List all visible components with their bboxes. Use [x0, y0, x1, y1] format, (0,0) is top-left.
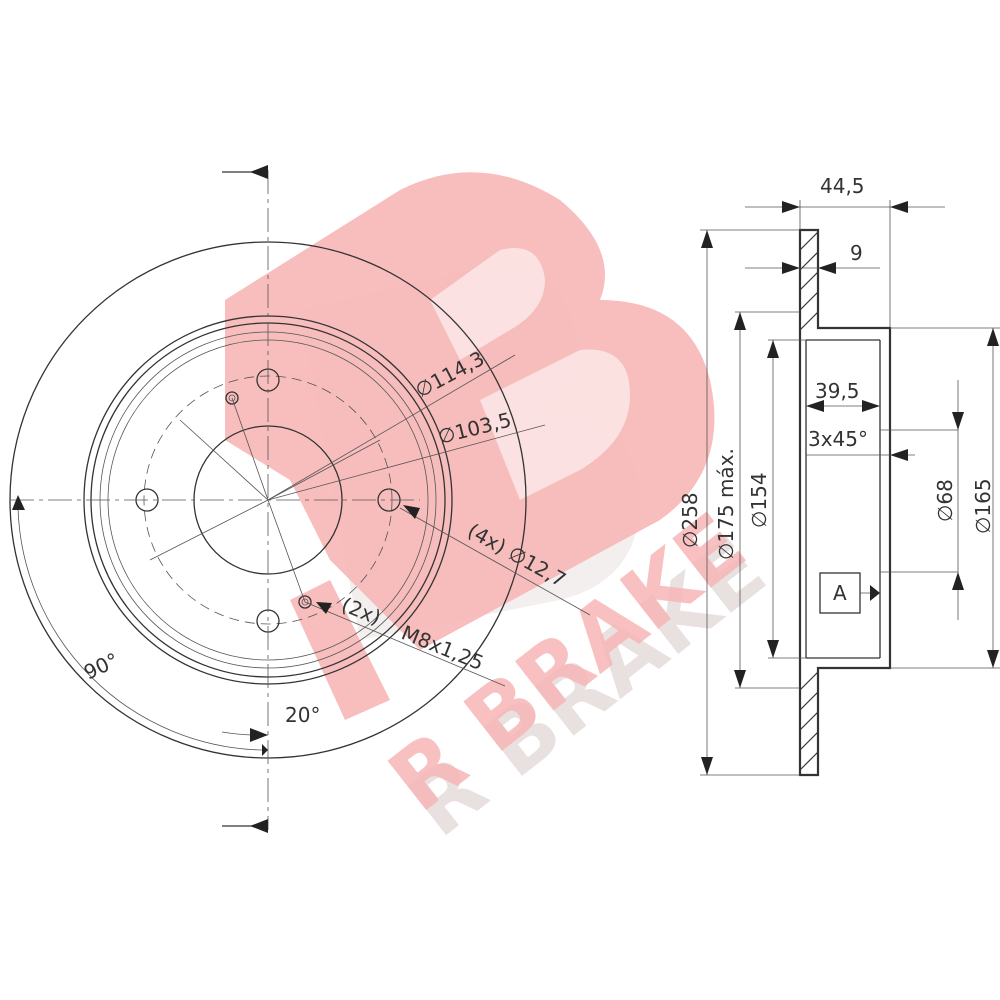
- label-chamfer: 3x45°: [808, 427, 868, 451]
- angle-ray-3: [231, 397, 269, 501]
- section-hatching: [799, 231, 819, 771]
- label-angle-90: 90°: [80, 648, 122, 685]
- logo-r-shape: [225, 172, 715, 650]
- angle-ray-2: [267, 439, 381, 501]
- label-total-height: 44,5: [820, 174, 865, 198]
- label-center-bore: ∅68: [933, 479, 957, 522]
- side-view: 44,5 9 39,5 3x45° ∅258 ∅175 máx. ∅154 ∅6…: [678, 174, 1000, 777]
- label-max-friction: ∅175 máx.: [714, 448, 738, 560]
- angle-90-arrow-a: [12, 495, 25, 510]
- datum-arrow: [870, 585, 880, 601]
- section-marker-top-arrow: [250, 165, 268, 179]
- angle-90-arrow-b: [262, 744, 268, 756]
- leader-thread: [304, 601, 506, 687]
- leader-pcd: [267, 354, 516, 501]
- leader-bolt-arrow: [403, 505, 420, 519]
- thread-hole-1-inner: [228, 394, 236, 402]
- logo-r-inner-cut-2: [480, 349, 630, 500]
- label-datum: A: [833, 581, 847, 605]
- angle-ray-4: [267, 499, 306, 603]
- label-inner-diameter: ∅154: [747, 472, 771, 528]
- thread-hole-1: [225, 391, 239, 405]
- leader-thread-arrow: [316, 602, 332, 614]
- thread-hole-2-inner: [301, 598, 309, 606]
- disc-section-outline: [798, 228, 892, 777]
- section-marker-bottom-arrow: [250, 819, 268, 833]
- thread-hole-2: [298, 595, 312, 609]
- leader-hub: [267, 424, 546, 501]
- logo-r-inner-cut: [430, 248, 545, 360]
- angle-ray-1: [149, 499, 269, 561]
- angle-20-arrow: [250, 728, 268, 742]
- label-angle-20: 20°: [285, 703, 320, 727]
- angle-90-arc: [17, 507, 263, 751]
- angle-ray-5: [179, 419, 269, 501]
- leader-bolt: [399, 507, 591, 616]
- label-hat-diameter: ∅165: [971, 478, 995, 534]
- label-hat-depth: 39,5: [815, 379, 860, 403]
- label-thickness: 9: [850, 241, 863, 265]
- label-disc-diameter: ∅258: [678, 492, 702, 548]
